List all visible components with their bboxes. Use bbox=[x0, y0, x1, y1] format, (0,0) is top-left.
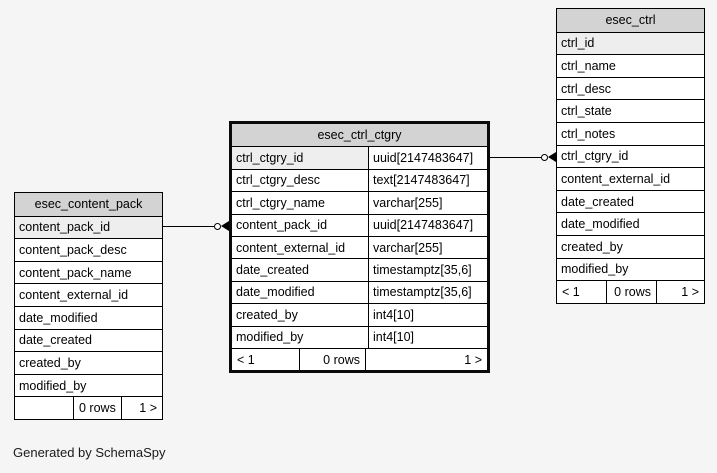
footer-children: 1 > bbox=[656, 281, 704, 303]
table-row: content_pack_id bbox=[15, 215, 162, 239]
footer-parents: < 1 bbox=[237, 352, 255, 367]
column-name: ctrl_desc bbox=[561, 81, 612, 96]
table-row: content_external_id varchar[255] bbox=[232, 235, 487, 259]
column-name: content_external_id bbox=[236, 240, 346, 255]
table-row: date_created bbox=[15, 328, 162, 352]
connector-arrow-icon bbox=[548, 152, 556, 162]
column-name: date_created bbox=[561, 194, 634, 209]
column-name: modified_by bbox=[236, 330, 304, 345]
table-row: date_modified timestamptz[35,6] bbox=[232, 280, 487, 304]
table-esec-content-pack[interactable]: esec_content_pack content_pack_id conten… bbox=[14, 192, 163, 420]
table-row: ctrl_desc bbox=[557, 76, 704, 100]
column-type: timestamptz[35,6] bbox=[368, 259, 487, 281]
table-esec-ctrl[interactable]: esec_ctrl ctrl_id ctrl_name ctrl_desc ct… bbox=[556, 8, 705, 304]
generator-credit: Generated by SchemaSpy bbox=[13, 445, 166, 460]
table-row: date_modified bbox=[557, 212, 704, 235]
column-name: created_by bbox=[236, 307, 298, 322]
table-row: modified_by int4[10] bbox=[232, 325, 487, 348]
footer-parents bbox=[15, 397, 73, 419]
column-name: created_by bbox=[561, 239, 623, 254]
column-name: date_modified bbox=[561, 217, 640, 232]
table-row: content_pack_desc bbox=[15, 238, 162, 261]
table-row: date_created timestamptz[35,6] bbox=[232, 258, 487, 281]
connector-circle-icon bbox=[541, 153, 548, 161]
column-name: ctrl_ctgry_name bbox=[236, 195, 325, 210]
table-row: content_pack_id uuid[2147483647] bbox=[232, 213, 487, 236]
table-footer: 0 rows 1 > bbox=[15, 396, 162, 419]
connector-line bbox=[162, 225, 214, 227]
column-type: uuid[2147483647] bbox=[368, 147, 487, 169]
column-name: ctrl_ctgry_desc bbox=[236, 173, 321, 188]
connector-line bbox=[490, 156, 541, 158]
table-title[interactable]: esec_content_pack bbox=[15, 193, 162, 216]
table-row: content_pack_name bbox=[15, 260, 162, 284]
column-name: content_pack_id bbox=[236, 218, 328, 233]
column-name: date_created bbox=[19, 333, 92, 348]
column-name: ctrl_name bbox=[561, 58, 616, 73]
table-row: date_created bbox=[557, 189, 704, 213]
column-type: int4[10] bbox=[368, 326, 487, 348]
column-name: ctrl_notes bbox=[561, 126, 616, 141]
table-row: content_external_id bbox=[15, 283, 162, 306]
relationship-ctrl-ctgry-connector bbox=[490, 152, 556, 162]
table-title[interactable]: esec_ctrl_ctgry bbox=[232, 124, 487, 147]
table-title[interactable]: esec_ctrl bbox=[557, 9, 704, 32]
column-name: ctrl_state bbox=[561, 104, 612, 119]
table-row: ctrl_state bbox=[557, 99, 704, 122]
column-type: int4[10] bbox=[368, 304, 487, 326]
table-row: created_by int4[10] bbox=[232, 303, 487, 326]
table-row: content_external_id bbox=[557, 167, 704, 190]
table-row: ctrl_ctgry_name varchar[255] bbox=[232, 191, 487, 214]
column-name: content_pack_desc bbox=[19, 242, 127, 257]
connector-circle-icon bbox=[214, 222, 221, 230]
table-row: date_modified bbox=[15, 305, 162, 329]
table-row: modified_by bbox=[15, 373, 162, 397]
footer-row-count: 0 rows bbox=[606, 281, 656, 303]
table-esec-ctrl-ctgry[interactable]: esec_ctrl_ctgry ctrl_ctgry_id uuid[21474… bbox=[229, 121, 490, 374]
column-name: content_pack_id bbox=[15, 216, 162, 239]
table-footer: < 1 0 rows 1 > bbox=[232, 347, 487, 371]
column-type: uuid[2147483647] bbox=[368, 214, 487, 236]
column-name: content_pack_name bbox=[19, 265, 132, 280]
footer-row-count: 0 rows bbox=[73, 397, 121, 419]
table-row: created_by bbox=[15, 351, 162, 374]
column-name: ctrl_id bbox=[557, 32, 704, 55]
column-name: date_modified bbox=[236, 285, 315, 300]
table-row: ctrl_notes bbox=[557, 121, 704, 145]
table-row: ctrl_ctgry_id bbox=[557, 144, 704, 168]
column-type: text[2147483647] bbox=[368, 169, 487, 192]
relationship-content-pack-connector bbox=[162, 221, 229, 231]
table-row: ctrl_name bbox=[557, 54, 704, 77]
column-name: modified_by bbox=[561, 262, 629, 277]
column-name: ctrl_ctgry_id bbox=[232, 147, 368, 169]
column-name: modified_by bbox=[19, 378, 87, 393]
table-row: ctrl_ctgry_desc text[2147483647] bbox=[232, 168, 487, 192]
table-row: ctrl_ctgry_id uuid[2147483647] bbox=[232, 146, 487, 169]
table-row: ctrl_id bbox=[557, 31, 704, 55]
connector-arrow-icon bbox=[221, 221, 229, 231]
footer-children: 1 > bbox=[365, 348, 487, 371]
column-type: timestamptz[35,6] bbox=[368, 281, 487, 304]
footer-row-count: 0 rows bbox=[299, 348, 365, 371]
column-type: varchar[255] bbox=[368, 192, 487, 214]
column-name: created_by bbox=[19, 355, 81, 370]
column-name: content_external_id bbox=[19, 288, 129, 303]
column-name: date_created bbox=[236, 263, 309, 278]
column-name: ctrl_ctgry_id bbox=[561, 149, 629, 164]
column-name: content_external_id bbox=[561, 171, 671, 186]
table-footer: < 1 0 rows 1 > bbox=[557, 280, 704, 303]
table-row: modified_by bbox=[557, 257, 704, 281]
table-row: created_by bbox=[557, 234, 704, 258]
footer-children: 1 > bbox=[120, 397, 162, 419]
column-name: date_modified bbox=[19, 310, 98, 325]
footer-parents: < 1 bbox=[562, 284, 580, 299]
column-type: varchar[255] bbox=[368, 236, 487, 259]
